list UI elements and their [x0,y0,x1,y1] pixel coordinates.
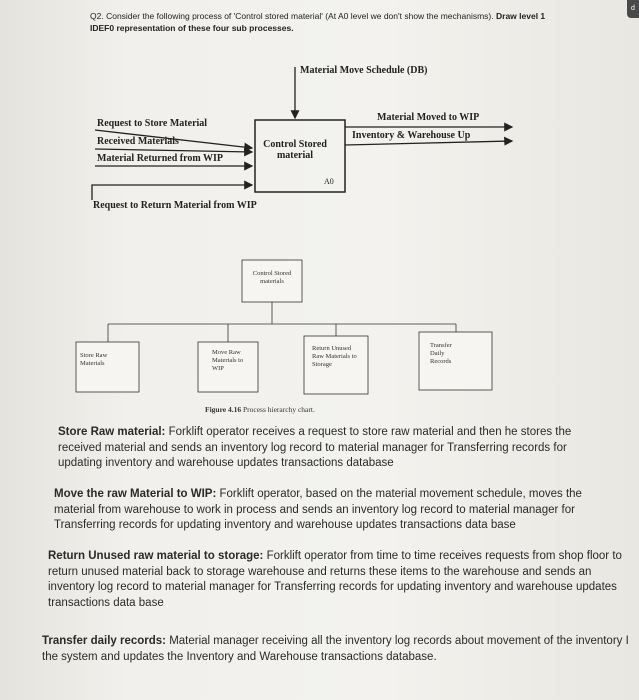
figure-caption: Figure 4.16 Process hierarchy chart. [205,405,315,414]
hierarchy-child-3-label: Return Unused Raw Materials to Storage [312,345,357,368]
paragraph-return-unused: Return Unused raw material to storage: F… [48,549,638,611]
hierarchy-child-2-label: Move Raw Materials to WIP [212,349,244,372]
paragraph-store-raw-title: Store Raw material: [58,426,166,438]
input-arrow-2 [94,147,254,157]
output-label-1: Material Moved to WIP [377,112,480,123]
hierarchy-child-4-label: Transfer Daily Records [430,342,452,365]
idef0-diagram [91,67,514,200]
a0-node-label: A0 [324,177,334,186]
bottom-input-label: Request to Return Material from WIP [93,200,257,211]
paragraph-store-raw-body: Forklift operator receives a request to … [58,426,572,469]
hierarchy-root-box [241,259,303,303]
a0-box [254,119,346,193]
hierarchy-chart [75,259,493,395]
hierarchy-root-label: Control Stored materials [252,270,292,285]
bottom-input-arrow [91,180,254,200]
input-label-1: Request to Store Material [97,118,208,129]
paragraph-move-wip: Move the raw Material to WIP: Forklift o… [54,487,622,534]
output-label-2: Inventory & Warehouse Up [352,130,471,141]
output-arrow-2 [344,136,514,146]
figure-caption-text: Process hierarchy chart. [242,405,315,414]
paragraph-return-unused-body: Forklift operator from time to time rece… [48,550,622,609]
paragraph-transfer-records-body: Material manager receiving all the inven… [42,635,629,663]
paragraph-store-raw: Store Raw material: Forklift operator re… [58,425,603,472]
question-text: Q2. Consider the following process of 'C… [90,10,560,34]
question-body: Consider the following process of 'Contr… [106,11,494,21]
input-arrow-1 [94,129,254,152]
paragraph-return-unused-title: Return Unused raw material to storage: [48,550,264,562]
figure-caption-label: Figure 4.16 [205,405,242,414]
input-label-2: Received Materials [97,136,179,147]
paragraph-move-wip-title: Move the raw Material to WIP: [54,488,217,500]
control-label: Material Move Schedule (DB) [300,65,428,76]
question-number: Q2. [90,11,104,21]
paragraph-transfer-records-title: Transfer daily records: [42,635,166,647]
hierarchy-child-box-3 [303,335,369,395]
question-instruction: Draw level 1 IDEF0 representation of the… [90,11,546,33]
hierarchy-child-box-1 [75,341,140,393]
hierarchy-child-1-label: Store Raw Materials [80,352,108,367]
input-label-3: Material Returned from WIP [97,153,223,164]
hierarchy-child-box-4 [418,331,493,391]
a0-box-title: Control Stored material [263,139,327,161]
paragraph-transfer-records: Transfer daily records: Material manager… [42,634,637,665]
paragraph-move-wip-body: Forklift operator, based on the material… [54,488,582,531]
hierarchy-child-box-2 [197,341,259,393]
corner-badge: d [627,0,639,18]
